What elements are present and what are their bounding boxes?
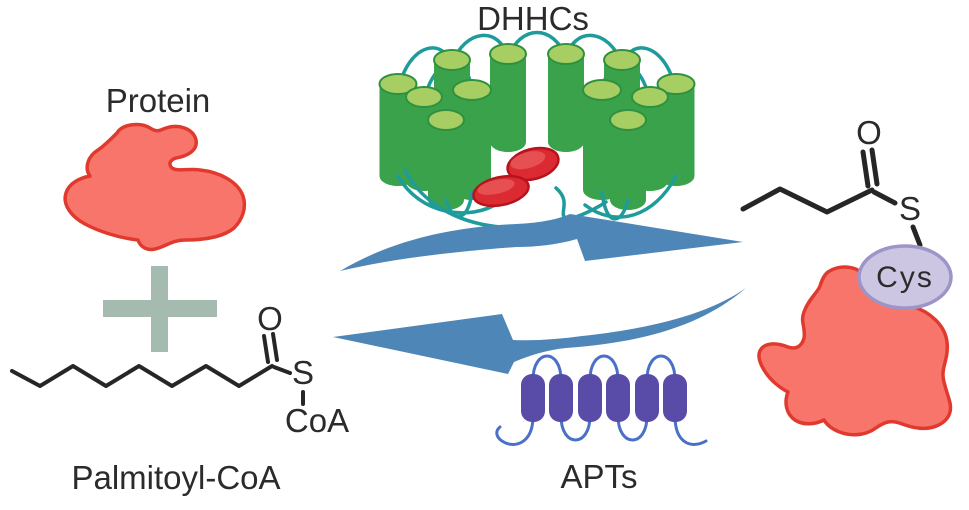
transmembrane-helix bbox=[427, 109, 465, 210]
protein-blob-left bbox=[63, 122, 247, 252]
apt-enzyme-illustration bbox=[495, 354, 708, 446]
cys-label: Cys bbox=[876, 261, 934, 294]
dhhc-enzyme-illustration bbox=[378, 30, 696, 235]
reverse-arrow-icon bbox=[333, 288, 746, 374]
sulfur-atom-right: S bbox=[898, 190, 922, 227]
apt-helix-bar bbox=[635, 374, 659, 422]
apts-label: APTs bbox=[560, 458, 638, 495]
transmembrane-helix bbox=[609, 109, 647, 210]
apt-helices bbox=[521, 374, 687, 422]
apt-helix-bar bbox=[549, 374, 573, 422]
dhhc-domain-ovals bbox=[472, 146, 560, 208]
apt-helix-bar bbox=[606, 374, 630, 422]
transmembrane-helix bbox=[547, 43, 585, 152]
protein-label: Protein bbox=[105, 82, 211, 119]
plus-icon bbox=[103, 266, 217, 352]
palmitoyl-chain-structure bbox=[10, 332, 305, 406]
apt-helix-bar bbox=[521, 374, 545, 422]
coa-group-label: CoA bbox=[284, 402, 350, 439]
cys-residue-oval bbox=[857, 244, 953, 310]
transmembrane-helix bbox=[489, 43, 527, 152]
dhhcs-label: DHHCs bbox=[477, 0, 589, 37]
apt-loops bbox=[495, 354, 708, 446]
sulfur-atom-left: S bbox=[291, 354, 315, 391]
dhhc-transmembrane-helices bbox=[378, 43, 696, 210]
oxygen-atom-right: O bbox=[856, 114, 882, 151]
apt-helix-bar bbox=[578, 374, 602, 422]
oxygen-atom-left: O bbox=[257, 300, 283, 337]
forward-arrow-icon bbox=[340, 214, 743, 271]
apt-helix-bar bbox=[663, 374, 687, 422]
palmitoyl-coa-label: Palmitoyl-CoA bbox=[71, 459, 281, 496]
acyl-chain-right-structure bbox=[740, 147, 923, 248]
